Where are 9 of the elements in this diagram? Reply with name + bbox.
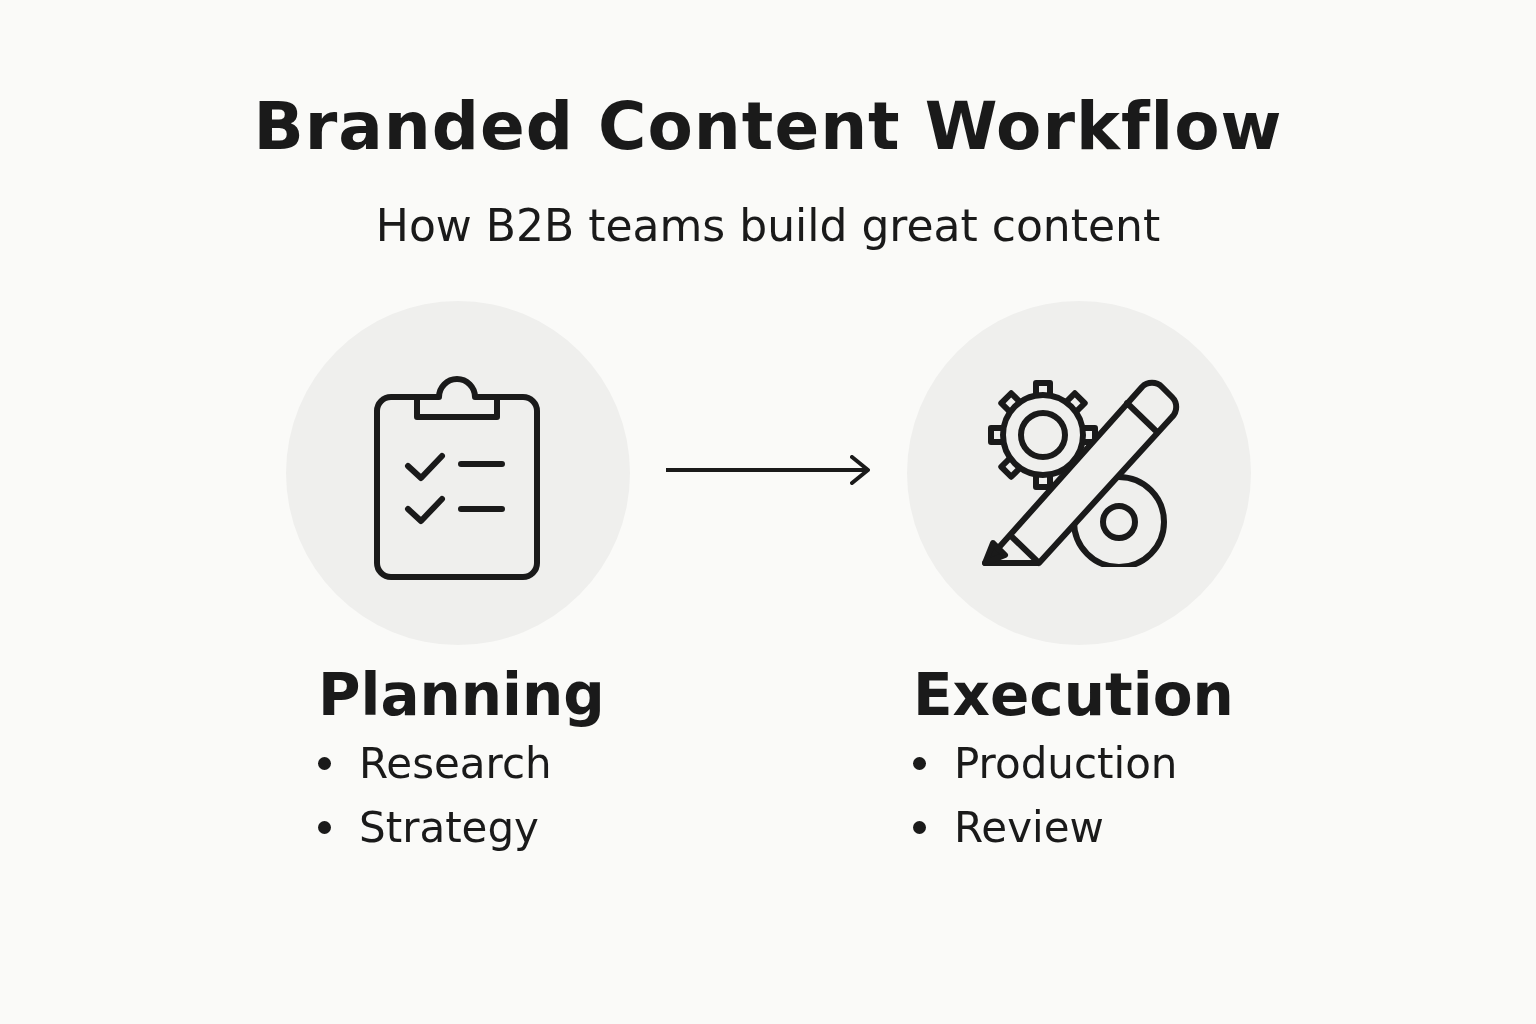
title: Branded Content Workflow: [252, 88, 1284, 165]
arrow: [666, 455, 870, 485]
bullet-text: Production: [954, 737, 1178, 790]
bullet-text: Strategy: [359, 801, 539, 854]
step-heading: Planning: [317, 660, 605, 731]
bullet-text: Review: [954, 801, 1104, 854]
bullet-text: Research: [359, 737, 552, 790]
step-heading: Execution: [912, 660, 1234, 731]
subtitle: How B2B teams build great content: [374, 200, 1162, 251]
